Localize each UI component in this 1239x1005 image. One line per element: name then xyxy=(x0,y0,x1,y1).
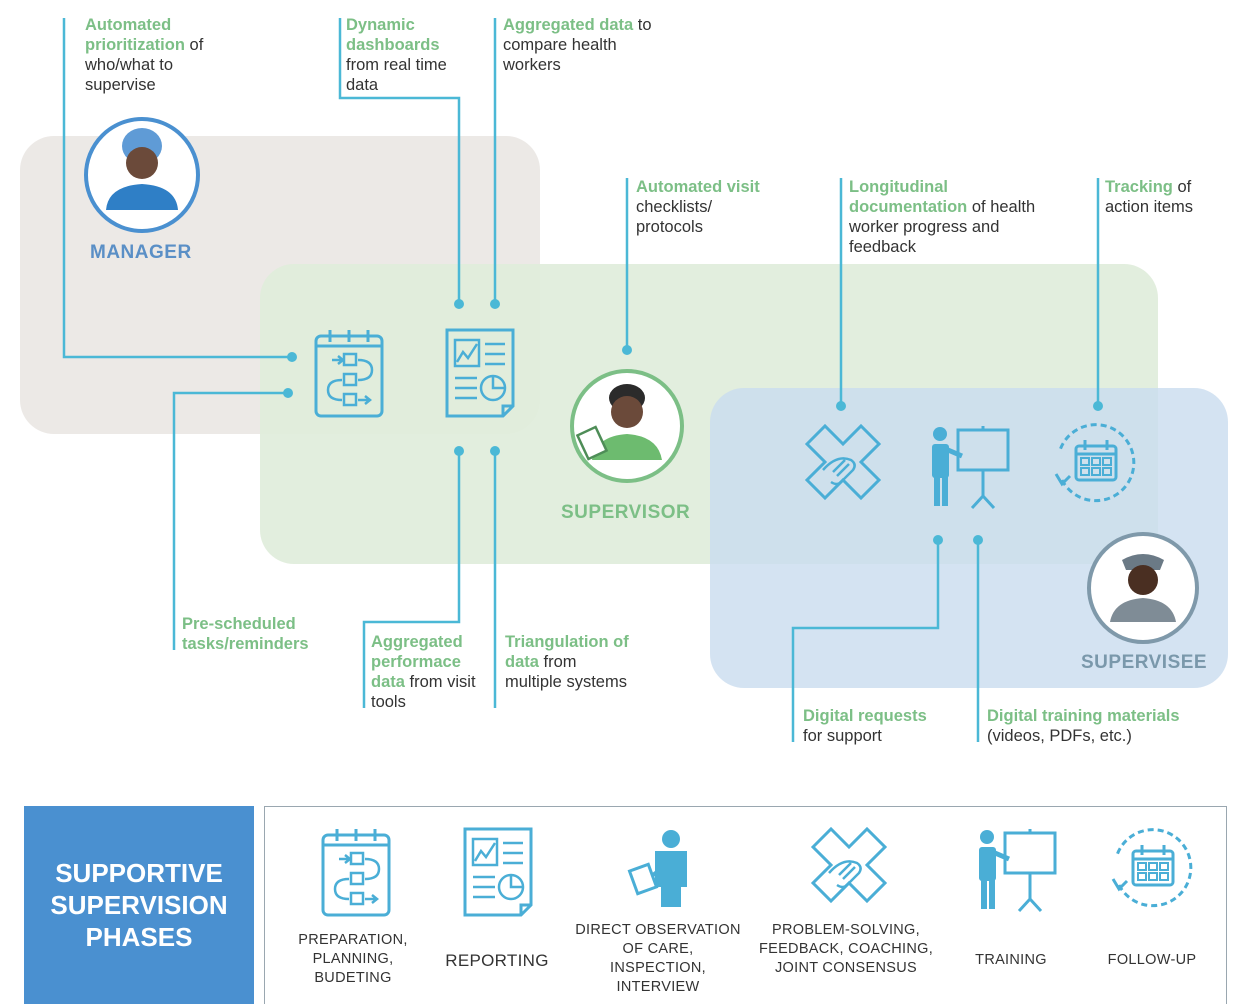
phase-label: TRAINING xyxy=(975,952,1047,968)
annotation-highlight: Pre-scheduled tasks/reminders xyxy=(182,615,309,653)
phase-follow-up: FOLLOW-UP xyxy=(1087,807,1217,1005)
annotation-text: of action items xyxy=(1105,178,1194,216)
connector-dots xyxy=(283,299,1103,545)
annotation-text: from multiple systems xyxy=(505,653,627,691)
annotation-digital-requests: Digital requests for support xyxy=(803,706,953,746)
phase-label: FOLLOW-UP xyxy=(1107,952,1197,968)
annotation-auto-checklists: Automated visit checklists/ protocols xyxy=(636,177,776,237)
phase-observation: DIRECT OBSERVATION OF CARE, INSPECTION, … xyxy=(573,807,743,1005)
annotation-highlight: Automated prioritization xyxy=(85,16,185,54)
annotation-text: of health worker progress and feedback xyxy=(849,198,1036,256)
phase-problem-solving: PROBLEM-SOLVING, FEEDBACK, COACHING, JOI… xyxy=(755,807,937,1005)
annotation-highlight: Dynamic dashboards xyxy=(346,16,440,54)
phase-label: REPORTING xyxy=(445,951,549,970)
annotation-pre-scheduled: Pre-scheduled tasks/reminders xyxy=(182,614,332,654)
annotation-aggregated-compare: Aggregated data to compare health worker… xyxy=(503,15,653,75)
phase-training: TRAINING xyxy=(951,807,1071,1005)
annotation-text: to compare health workers xyxy=(503,16,652,74)
phases-legend: PREPARATION, PLANNING, BUDETING REPORTIN… xyxy=(264,806,1227,1004)
annotation-text: of who/what to supervise xyxy=(85,36,204,94)
supervisor-label: SUPERVISOR xyxy=(561,502,691,523)
annotation-tracking: Tracking of action items xyxy=(1105,177,1225,217)
manager-label: MANAGER xyxy=(90,242,192,263)
annotation-highlight: Tracking xyxy=(1105,178,1173,196)
connector-lines xyxy=(62,18,1100,742)
phases-title: SUPPORTIVE SUPERVISION PHASES xyxy=(24,806,254,1004)
calendar-cycle-icon xyxy=(1111,828,1193,908)
manager-avatar xyxy=(84,117,200,233)
annotation-highlight: Digital training materials xyxy=(987,707,1180,725)
annotation-triangulation: Triangulation of data from multiple syst… xyxy=(505,632,630,692)
phase-planning: PREPARATION, PLANNING, BUDETING xyxy=(283,807,423,1005)
phase-label: DIRECT OBSERVATION OF CARE, INSPECTION, … xyxy=(575,922,741,995)
annotation-text: (videos, PDFs, etc.) xyxy=(987,727,1132,745)
phase-label: PREPARATION, PLANNING, BUDETING xyxy=(298,932,408,986)
annotation-auto-prioritization: Automated prioritization of who/what to … xyxy=(85,15,215,95)
annotation-text: checklists/ protocols xyxy=(636,198,713,236)
report-icon xyxy=(463,827,533,917)
annotation-highlight: Automated visit xyxy=(636,178,760,196)
hands-icon xyxy=(811,827,887,903)
annotation-aggregated-performance: Aggregated performace data from visit to… xyxy=(371,632,483,712)
annotation-longitudinal: Longitudinal documentation of health wor… xyxy=(849,177,1054,257)
supervisor-avatar xyxy=(570,369,684,483)
annotation-highlight: Longitudinal documentation xyxy=(849,178,968,216)
annotation-text: for support xyxy=(803,727,882,745)
annotation-dynamic-dashboards: Dynamic dashboards from real time data xyxy=(346,15,456,95)
training-icon xyxy=(973,827,1057,915)
annotation-highlight: Aggregated performace data xyxy=(371,633,463,691)
phase-reporting: REPORTING xyxy=(433,807,561,1005)
supervisee-label: SUPERVISEE xyxy=(1081,652,1208,673)
annotation-highlight: Digital requests xyxy=(803,707,927,725)
annotation-text: from visit tools xyxy=(371,673,476,711)
supervisee-avatar xyxy=(1087,532,1199,644)
phase-label: PROBLEM-SOLVING, FEEDBACK, COACHING, JOI… xyxy=(758,922,934,976)
planning-icon xyxy=(321,827,391,917)
annotation-text: from real time data xyxy=(346,56,447,94)
annotation-highlight: Aggregated data xyxy=(503,16,634,34)
observation-icon xyxy=(627,828,689,909)
annotation-highlight: Triangulation of data xyxy=(505,633,629,671)
annotation-digital-training: Digital training materials (videos, PDFs… xyxy=(987,706,1227,746)
